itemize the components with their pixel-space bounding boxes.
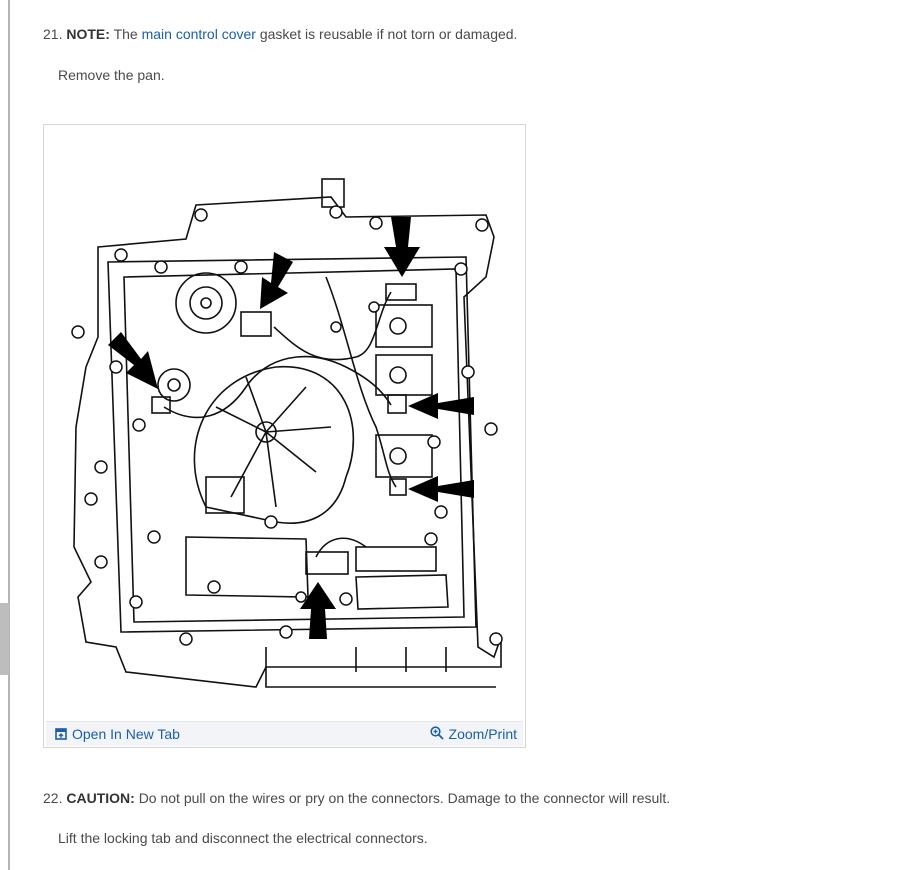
step-21-note: 21. NOTE: The main control cover gasket … xyxy=(43,25,517,43)
zoom-in-icon xyxy=(429,725,444,740)
left-rail xyxy=(0,0,10,870)
step-22-instruction: Lift the locking tab and disconnect the … xyxy=(58,830,428,846)
step-21-text-after: gasket is reusable if not torn or damage… xyxy=(259,26,518,42)
open-in-new-tab-button[interactable]: Open In New Tab xyxy=(55,726,180,742)
transmission-diagram xyxy=(46,127,523,721)
step-21-text-before: The xyxy=(113,26,138,42)
zoom-print-label: Zoom/Print xyxy=(448,726,517,742)
open-in-new-tab-label: Open In New Tab xyxy=(72,726,180,742)
step-22-label: CAUTION: xyxy=(66,790,135,806)
step-22-number: 22. xyxy=(43,790,63,806)
figure-toolbar: Open In New Tab Zoom/Print xyxy=(46,721,523,746)
step-21-label: NOTE: xyxy=(66,26,110,42)
control-body-illustration xyxy=(71,178,503,688)
step-21-instruction: Remove the pan. xyxy=(58,67,165,83)
scrollbar-thumb[interactable] xyxy=(0,603,9,675)
main-control-cover-link[interactable]: main control cover xyxy=(141,26,256,42)
step-22-text: Do not pull on the wires or pry on the c… xyxy=(138,790,671,806)
step-22-caution: 22. CAUTION: Do not pull on the wires or… xyxy=(43,789,670,807)
open-in-new-tab-icon xyxy=(55,728,67,740)
zoom-print-button[interactable]: Zoom/Print xyxy=(429,725,517,742)
step-21-number: 21. xyxy=(43,26,63,42)
figure-container: Open In New Tab Zoom/Print xyxy=(43,124,526,748)
